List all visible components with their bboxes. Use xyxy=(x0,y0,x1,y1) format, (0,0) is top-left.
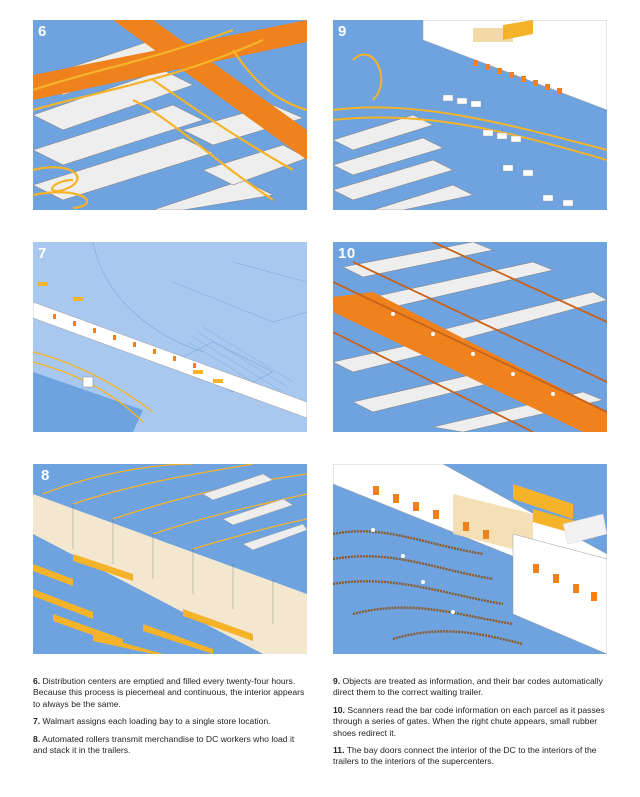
illustration-panel-10: 10 xyxy=(333,242,607,432)
sorting-conveyor-illustration xyxy=(333,20,607,210)
caption-10: 10. Scanners read the bar code informati… xyxy=(333,705,608,739)
loading-bay-plan-illustration xyxy=(33,242,307,432)
caption-8: 8. Automated rollers transmit merchandis… xyxy=(33,734,308,757)
caption-text: Walmart assigns each loading bay to a si… xyxy=(40,716,271,727)
caption-number: 6. xyxy=(33,676,41,686)
captions-left-column: 6. Distribution centers are emptied and … xyxy=(33,676,308,762)
scanner-gates-illustration xyxy=(333,242,607,432)
caption-text: Scanners read the bar code information o… xyxy=(333,704,605,738)
caption-text: Automated rollers transmit merchandise t… xyxy=(33,733,295,756)
captions-right-column: 9. Objects are treated as information, a… xyxy=(333,676,608,774)
caption-6: 6. Distribution centers are emptied and … xyxy=(33,676,308,710)
panel-number-8-partial: 8 xyxy=(41,467,49,484)
caption-text: Distribution centers are emptied and fil… xyxy=(33,676,305,709)
caption-number: 8. xyxy=(33,733,41,744)
panel-number: 9 xyxy=(338,23,347,40)
illustration-panel-6: 6 xyxy=(33,20,307,210)
panel-number: 6 xyxy=(38,23,47,40)
bay-doors-trailers-illustration xyxy=(333,464,607,654)
caption-number: 10. xyxy=(333,704,345,715)
caption-11: 11. The bay doors connect the interior o… xyxy=(333,745,608,768)
panel-number: 10 xyxy=(338,245,356,262)
illustration-panel-11: 11 xyxy=(333,464,607,654)
panel-number: 7 xyxy=(38,245,47,262)
caption-text: Objects are treated as information, and … xyxy=(333,676,603,698)
caption-9: 9. Objects are treated as information, a… xyxy=(333,676,608,699)
illustration-panel-7: 7 xyxy=(33,242,307,432)
distribution-center-interior-illustration xyxy=(33,20,307,210)
panel-number: 11 xyxy=(338,467,355,484)
illustration-panel-9: 9 xyxy=(333,20,607,210)
caption-number: 9. xyxy=(333,676,341,686)
trailer-loading-illustration: 8 xyxy=(33,464,307,654)
caption-text: The bay doors connect the interior of th… xyxy=(333,745,597,767)
caption-number: 11. xyxy=(333,745,345,756)
caption-7: 7. Walmart assigns each loading bay to a… xyxy=(33,716,308,727)
illustration-panel-8: 8 8 xyxy=(33,464,307,654)
caption-number: 7. xyxy=(33,716,41,727)
